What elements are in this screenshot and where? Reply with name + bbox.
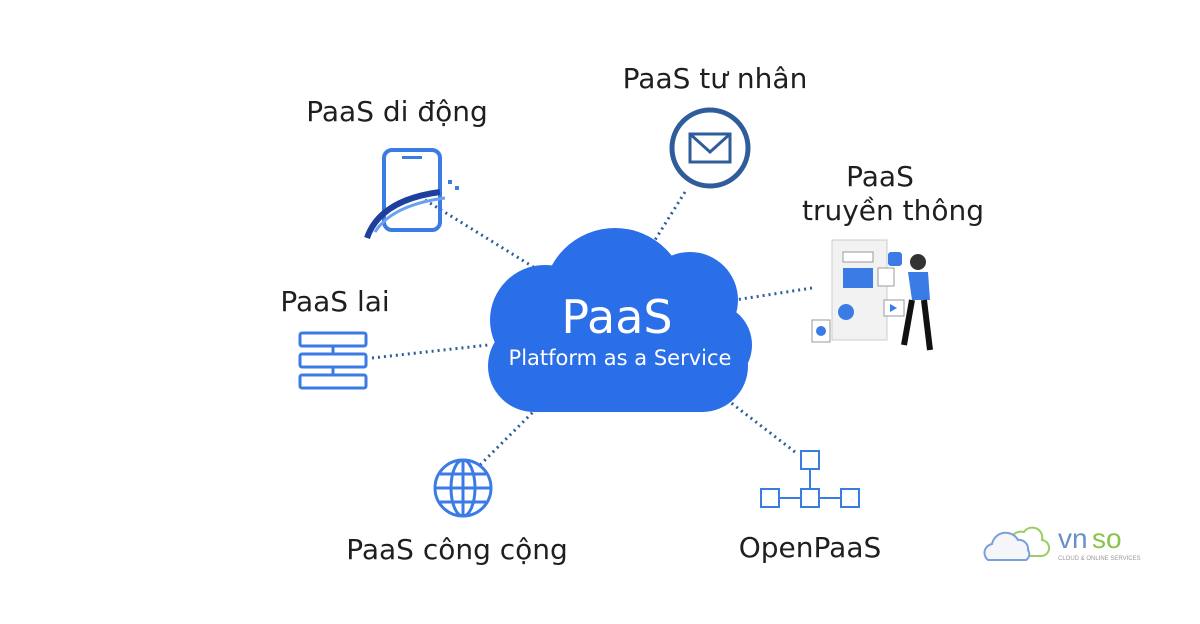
label-mobile-paas: PaaS di động [306, 95, 488, 128]
server-stack-icon [298, 331, 368, 390]
svg-text:so: so [1092, 523, 1122, 554]
mobile-phone-icon [364, 148, 459, 240]
connector-private [653, 191, 687, 241]
envelope-icon [669, 107, 751, 189]
label-communication-paas-2: truyền thông [801, 194, 985, 227]
label-communication-paas-1: PaaS [846, 160, 914, 193]
paas-cloud [488, 228, 752, 412]
connectors [371, 191, 813, 467]
svg-text:CLOUD & ONLINE SERVICES: CLOUD & ONLINE SERVICES [1058, 556, 1141, 562]
label-private-paas: PaaS tư nhân [622, 62, 808, 95]
network-nodes-icon [760, 450, 860, 508]
cloud-logo-icon: vn so CLOUD & ONLINE SERVICES [983, 523, 1141, 562]
label-openpaas: OpenPaaS [738, 531, 882, 564]
globe-icon [433, 458, 493, 518]
label-public-paas: PaaS công cộng [346, 533, 568, 566]
svg-text:vn: vn [1058, 523, 1088, 554]
connector-public [478, 408, 537, 467]
label-hybrid-paas: PaaS lai [280, 285, 390, 318]
connector-open [729, 400, 796, 454]
connector-hybrid [371, 343, 489, 360]
cloud-subtitle: Platform as a Service [508, 346, 732, 370]
vnso-logo: vn so CLOUD & ONLINE SERVICES [980, 518, 1150, 568]
cloud-title: PaaS [561, 290, 673, 344]
news-media-illustration [811, 239, 933, 351]
